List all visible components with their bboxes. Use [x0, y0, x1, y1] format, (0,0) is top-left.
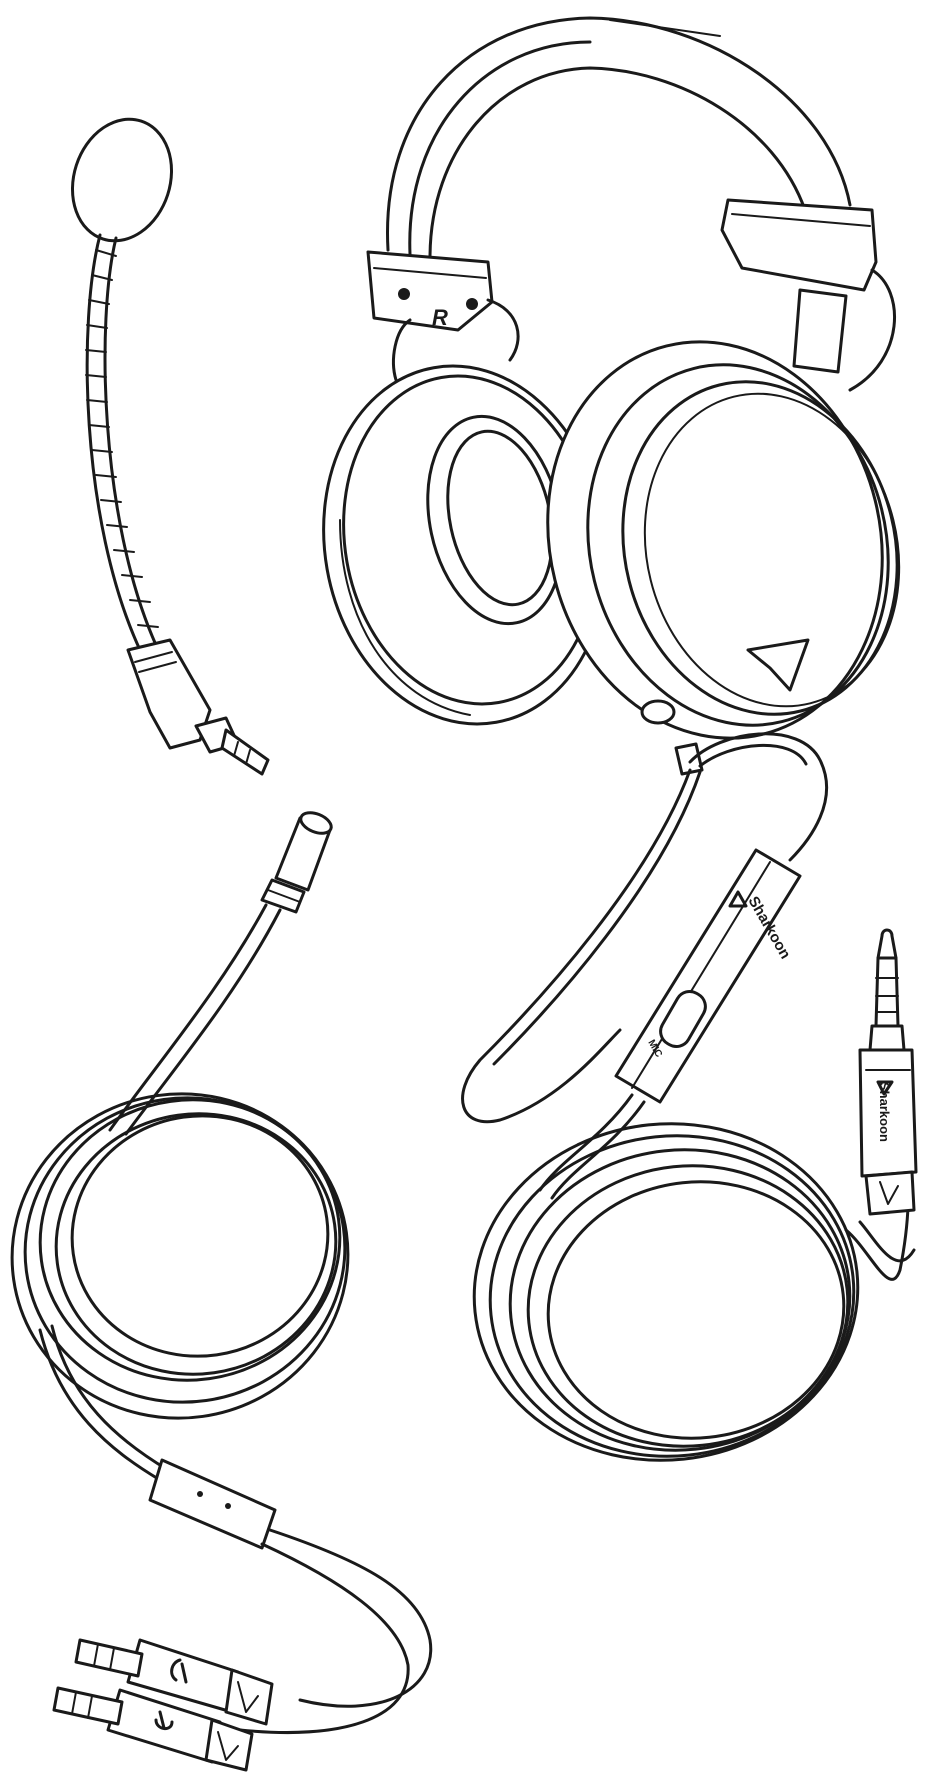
headband — [386, 16, 852, 260]
microphone-plug-pin — [52, 1686, 124, 1726]
rivet — [466, 298, 478, 310]
main-4pole-plug: Sharkoon — [858, 928, 918, 1216]
main-plug-housing — [858, 1048, 918, 1178]
headset-cable-coil — [472, 1122, 860, 1462]
splitter-block — [148, 1458, 277, 1550]
left-ear-cup — [546, 340, 901, 740]
mic-plug-housing — [126, 638, 212, 750]
mic-mute-switch[interactable] — [656, 986, 711, 1051]
shark-logo-icon — [746, 638, 810, 692]
right-slider-block: R — [366, 250, 494, 332]
rivet — [398, 288, 410, 300]
splitter-cable-coil — [10, 1092, 350, 1420]
shark-logo-icon — [876, 1080, 894, 1096]
left-slider-block — [720, 198, 878, 374]
mic-foam-cover — [70, 117, 174, 243]
mic-socket — [640, 699, 676, 725]
microphone-plug — [52, 1686, 254, 1772]
mic-jack-pin — [220, 728, 270, 776]
microphone-icon — [154, 1710, 174, 1730]
inline-remote: Sharkoon MIC — [614, 848, 802, 1104]
shark-logo-icon — [728, 890, 748, 908]
headphone-icon — [170, 1658, 188, 1684]
main-plug-brand-label: Sharkoon — [877, 1082, 892, 1142]
side-mark-r: R — [432, 305, 448, 330]
remote-body — [614, 848, 802, 1104]
main-plug-pin — [874, 956, 900, 1028]
headphone-plug — [74, 1638, 274, 1726]
detachable-microphone — [70, 117, 270, 776]
pc-splitter-adapter — [10, 811, 433, 1772]
cable-strain-relief — [674, 742, 704, 776]
headset: R — [322, 16, 901, 776]
headphone-plug-pin — [74, 1638, 144, 1678]
gooseneck-ribs — [85, 249, 159, 628]
headset-cable: Sharkoon MIC — [461, 732, 916, 1462]
